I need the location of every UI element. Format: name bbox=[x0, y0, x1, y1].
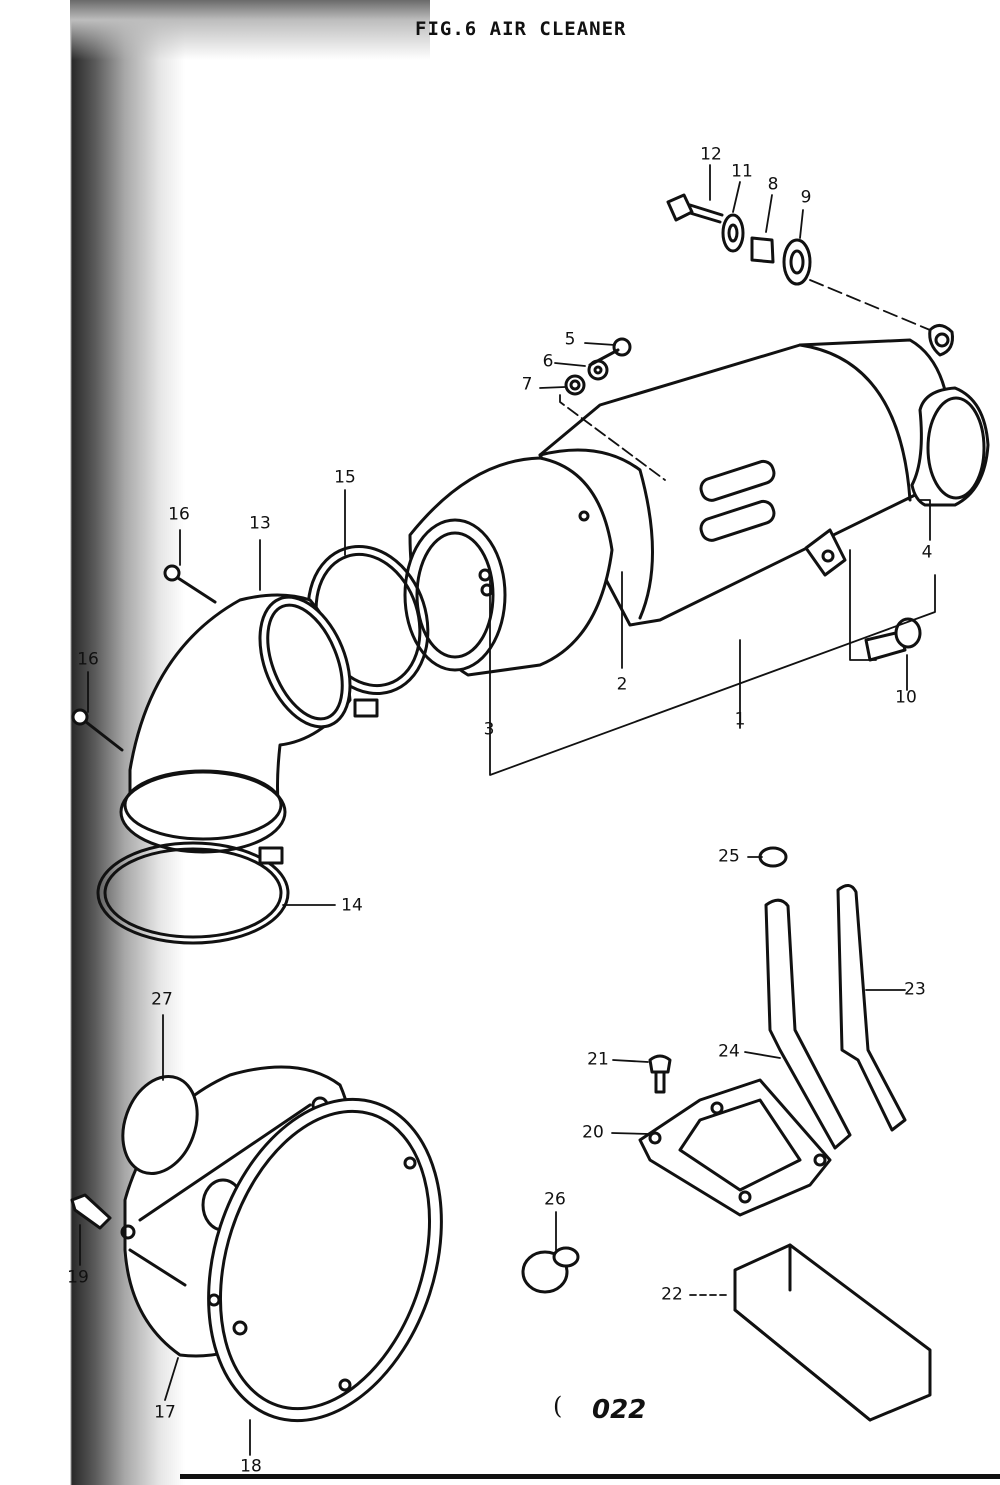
callout-5: 5 bbox=[564, 329, 576, 350]
callout-13: 13 bbox=[249, 513, 271, 534]
callout-16-upper: 16 bbox=[168, 504, 190, 525]
callout-12: 12 bbox=[700, 144, 722, 165]
callout-16-lower: 16 bbox=[77, 649, 99, 670]
breather-hose-23 bbox=[838, 885, 905, 1130]
elbow-hose bbox=[121, 584, 377, 852]
hose-clip-25 bbox=[760, 848, 786, 866]
screw-19 bbox=[72, 1195, 110, 1228]
callout-21: 21 bbox=[587, 1049, 609, 1070]
callout-9: 9 bbox=[800, 187, 812, 208]
callout-2: 2 bbox=[616, 674, 628, 695]
callout-27: 27 bbox=[151, 989, 173, 1010]
callout-23: 23 bbox=[904, 979, 926, 1000]
hose-clamp bbox=[98, 843, 288, 943]
callout-25: 25 bbox=[718, 846, 740, 867]
callout-3: 3 bbox=[483, 719, 495, 740]
figure-title: FIG.6 AIR CLEANER bbox=[415, 18, 627, 40]
bottom-rule bbox=[180, 1474, 1000, 1479]
callout-8: 8 bbox=[767, 174, 779, 195]
breather-cover bbox=[640, 1080, 830, 1215]
callout-15: 15 bbox=[334, 467, 356, 488]
callout-1: 1 bbox=[734, 709, 746, 730]
callout-14: 14 bbox=[341, 895, 363, 916]
element-cover bbox=[405, 458, 612, 675]
cover-gasket bbox=[169, 1069, 480, 1451]
hardware-fasteners bbox=[73, 195, 920, 750]
callout-11: 11 bbox=[731, 161, 753, 182]
end-cap bbox=[912, 388, 988, 505]
callout-17: 17 bbox=[154, 1402, 176, 1423]
callout-7: 7 bbox=[521, 374, 533, 395]
breather-hose-24 bbox=[766, 900, 850, 1148]
ref-mark: ( bbox=[553, 1392, 563, 1420]
callout-22: 22 bbox=[661, 1284, 683, 1305]
callout-6: 6 bbox=[542, 351, 554, 372]
bolt-21 bbox=[650, 1056, 670, 1092]
leader-lines bbox=[80, 165, 935, 1455]
callout-10: 10 bbox=[895, 687, 917, 708]
callout-20: 20 bbox=[582, 1122, 604, 1143]
callout-18: 18 bbox=[240, 1456, 262, 1477]
drain-plug-26 bbox=[523, 1248, 578, 1292]
callout-26: 26 bbox=[544, 1189, 566, 1210]
ref-code: 022 bbox=[592, 1395, 647, 1425]
callout-4: 4 bbox=[921, 542, 933, 563]
callout-19: 19 bbox=[67, 1267, 89, 1288]
callout-24: 24 bbox=[718, 1041, 740, 1062]
